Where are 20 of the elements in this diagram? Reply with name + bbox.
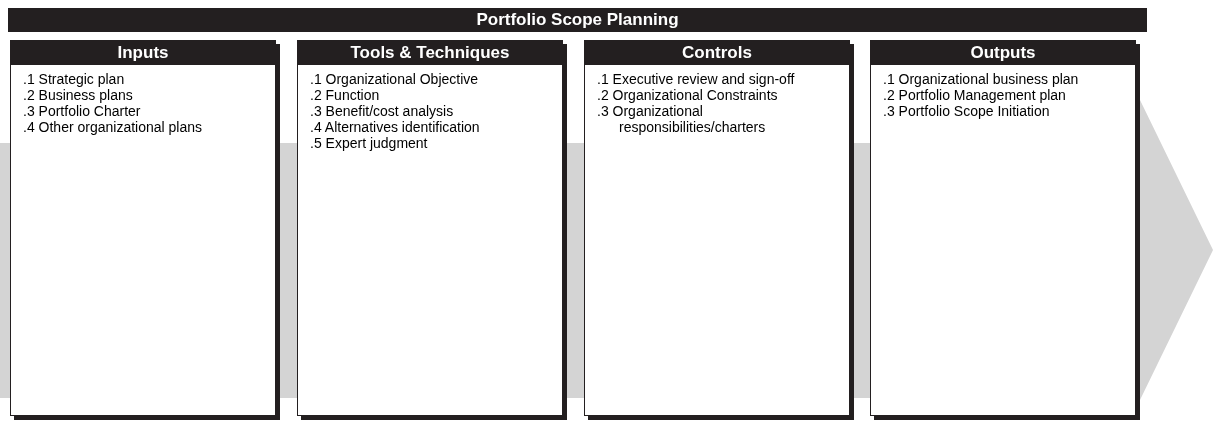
list-item: .1 Organizational business plan [883, 71, 1080, 87]
card-header: Tools & Techniques [298, 41, 562, 65]
list-item: .3 Portfolio Scope Initiation [883, 103, 1051, 119]
list-item: .4 Other organizational plans [23, 119, 203, 135]
list-item: .2 Portfolio Management plan [883, 87, 1067, 103]
list-item: .1 Executive review and sign-off [597, 71, 796, 87]
list-item: .1 Organizational Objective [310, 71, 480, 87]
list-item: .4 Alternatives identification [310, 119, 481, 135]
card-header: Controls [585, 41, 849, 65]
list-item: .3 Portfolio Charter [23, 103, 142, 119]
title-bar: Portfolio Scope Planning [8, 8, 1147, 32]
list-item: .3 Organizational responsibilities/charters [597, 103, 767, 135]
list-item: .2 Function [310, 87, 381, 103]
list-item: .2 Organizational Constraints [597, 87, 779, 103]
list-item: .5 Expert judgment [310, 135, 429, 151]
list-item: .2 Business plans [23, 87, 134, 103]
list-item: .1 Strategic plan [23, 71, 126, 87]
card-header: Outputs [871, 41, 1135, 65]
list-item: .3 Benefit/cost analysis [310, 103, 455, 119]
card-header: Inputs [11, 41, 275, 65]
